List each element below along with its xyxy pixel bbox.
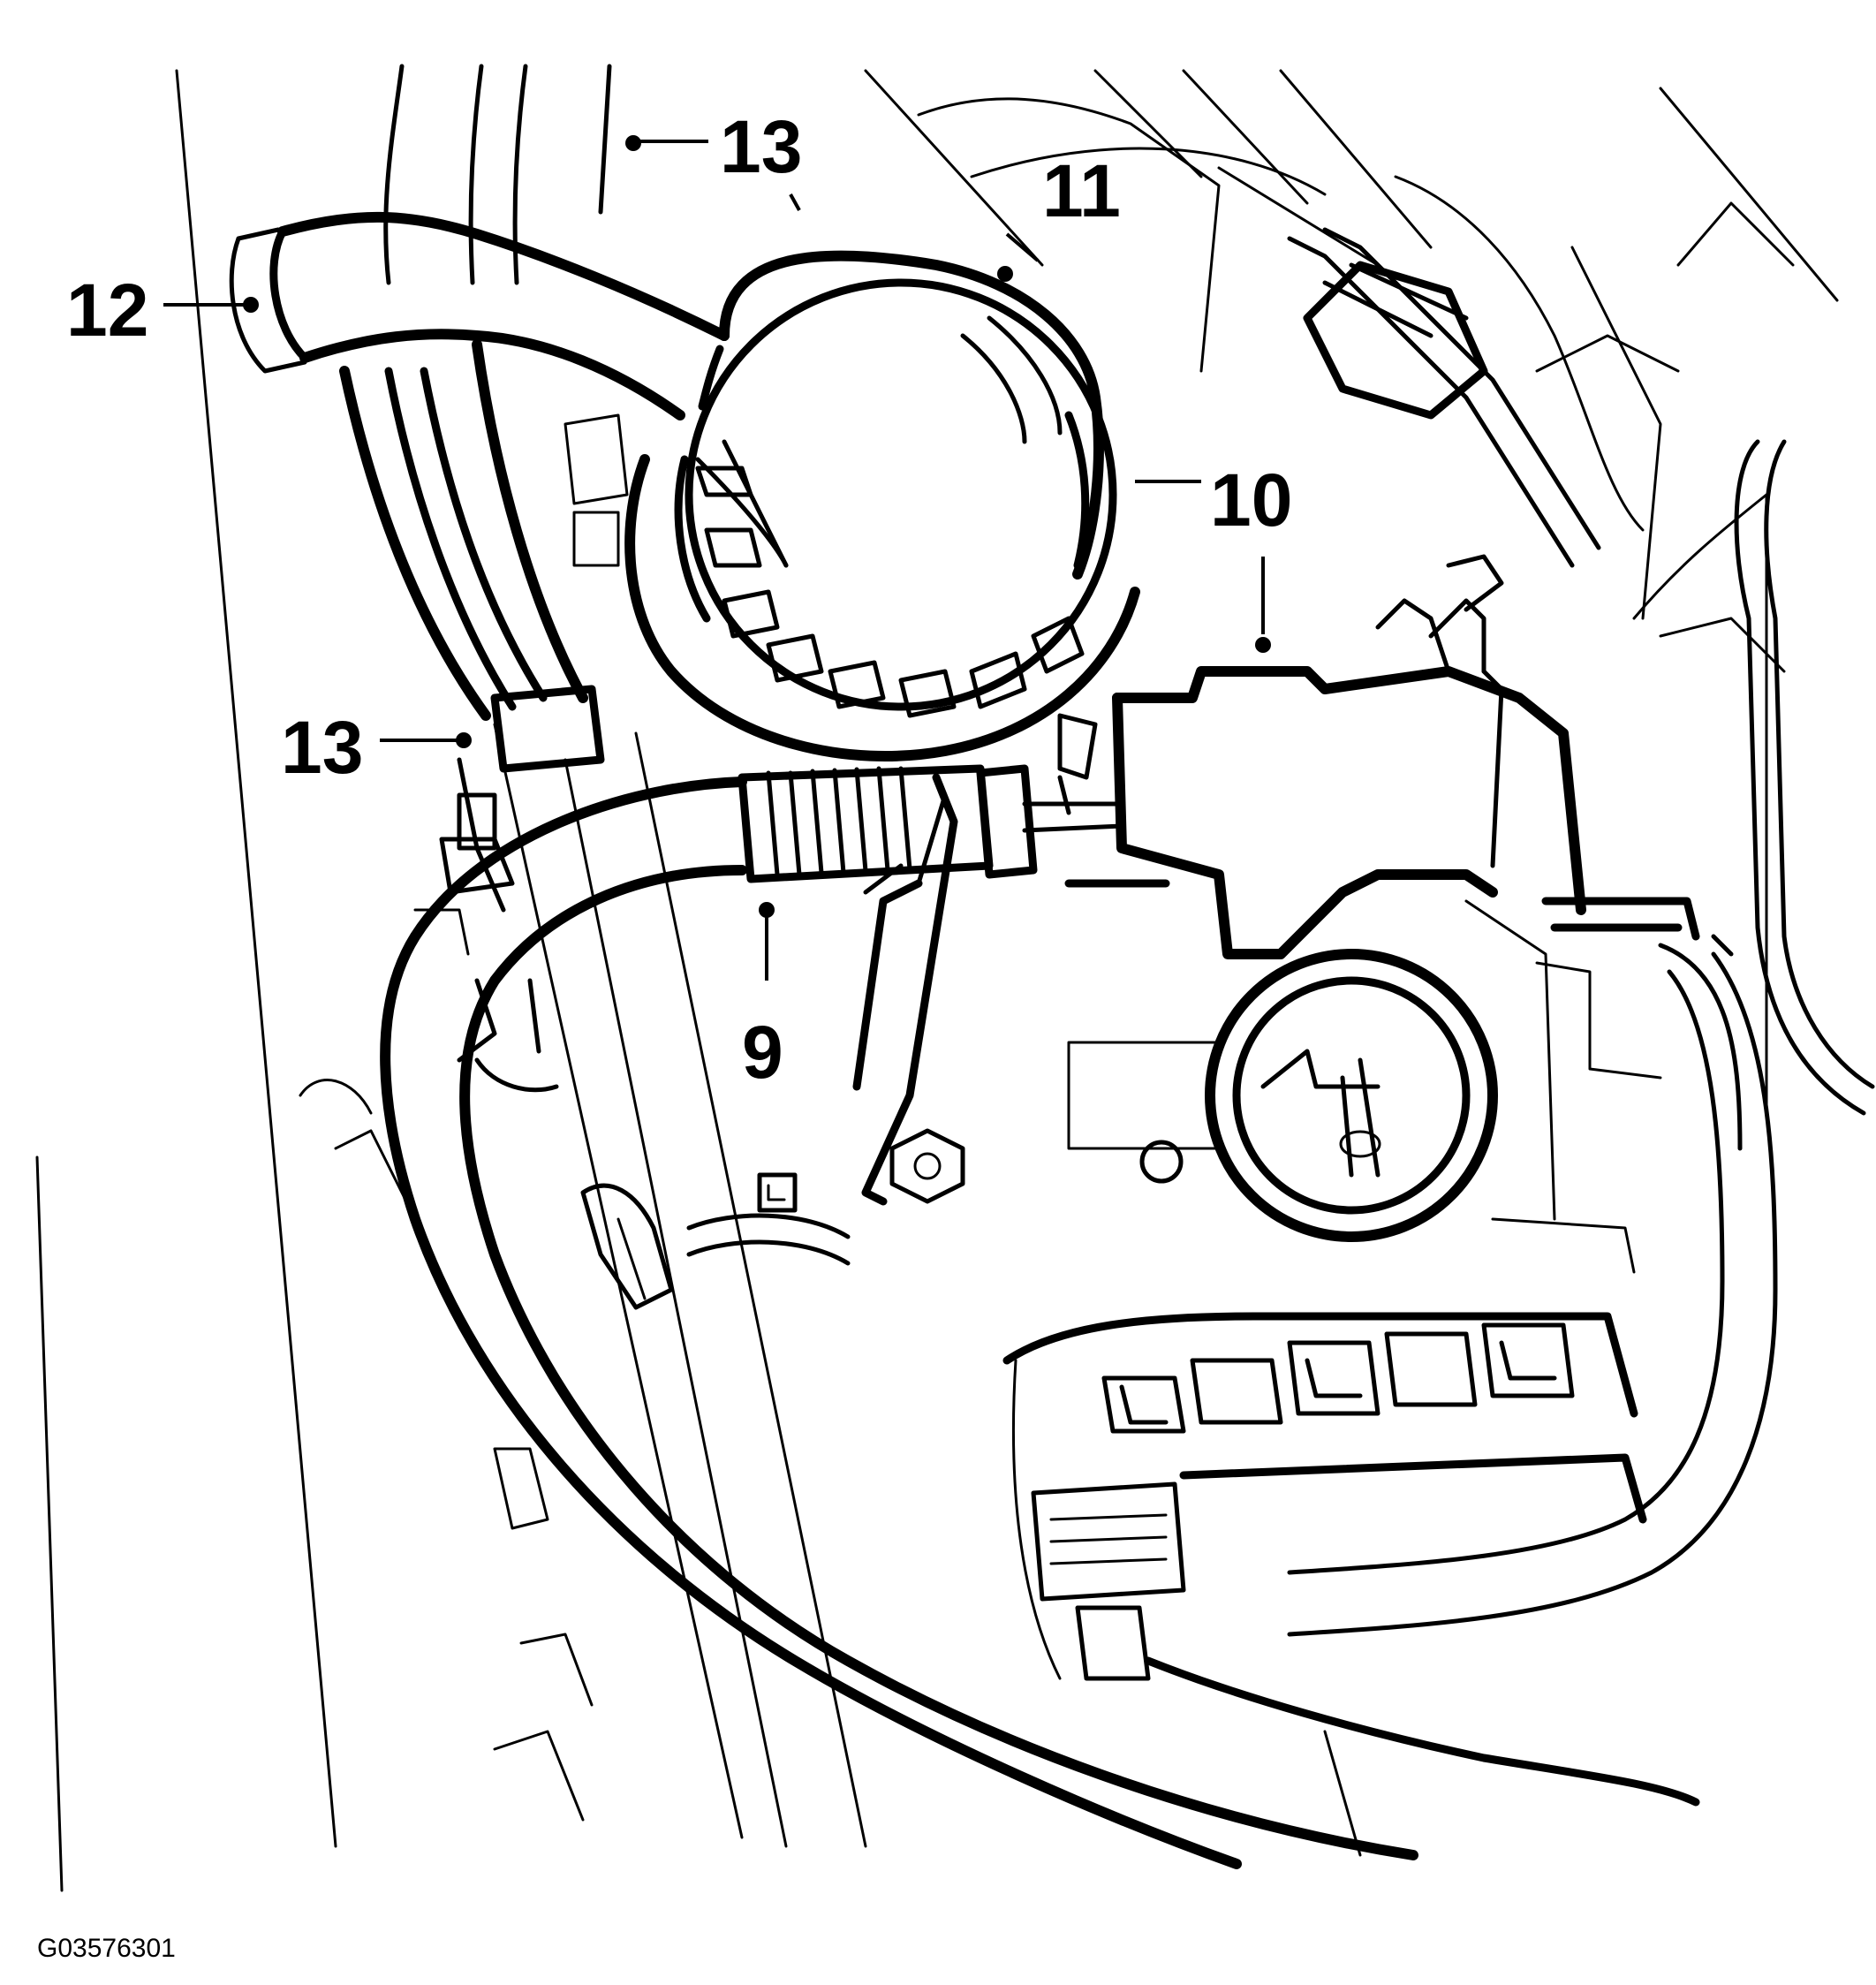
throttle-body	[1064, 879, 1743, 1274]
left-fittings	[413, 413, 629, 956]
frame-lines	[35, 69, 867, 1892]
callout-12: 12	[66, 269, 148, 352]
vertical-hose-bundle	[339, 339, 605, 913]
left-lower-components	[299, 978, 851, 1822]
bolt	[889, 1128, 965, 1204]
reservoir-cap	[624, 250, 1140, 761]
right-vacuum-hose	[1287, 951, 1778, 1637]
actuator-module	[1057, 554, 1586, 959]
callout-13-lower: 13	[281, 706, 363, 789]
lower-module	[1002, 1312, 1700, 1857]
callout-9: 9	[742, 1011, 783, 1094]
callout-labels: 12 13 11 10 13 9	[66, 105, 1292, 1094]
callout-13-upper: 13	[720, 105, 802, 188]
figure-id: G03576301	[37, 1934, 176, 1963]
fuel-line-connector	[1287, 227, 1601, 568]
callout-11: 11	[1042, 149, 1121, 232]
throttle-cable	[380, 764, 1418, 1869]
background-housings	[917, 87, 1875, 1116]
rear-hoses	[383, 64, 1433, 285]
callout-10: 10	[1210, 458, 1292, 542]
leader-lines	[163, 135, 1271, 981]
upper-coolant-hose	[229, 211, 730, 420]
